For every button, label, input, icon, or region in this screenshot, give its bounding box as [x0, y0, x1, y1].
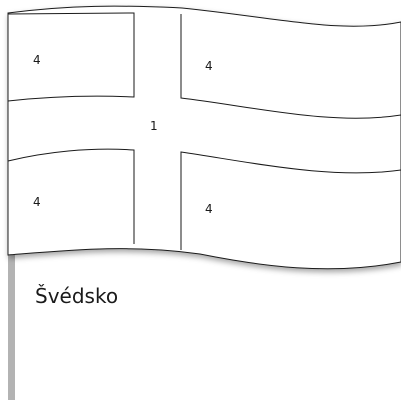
region-number-bottom-left: 4 [33, 195, 41, 209]
region-number-bottom-right: 4 [205, 202, 213, 216]
country-name-label: Švédsko [35, 284, 119, 308]
flag-field-bottom-right [180, 151, 401, 250]
flag-field-bottom-left [7, 148, 135, 244]
region-number-top-right: 4 [205, 59, 213, 73]
region-number-cross: 1 [150, 119, 158, 133]
flag-field-top-right [180, 14, 401, 119]
flag-pole [8, 255, 15, 400]
flag-cloth [7, 5, 401, 270]
region-number-top-left: 4 [33, 53, 41, 67]
flag-field-top-left [7, 12, 135, 102]
